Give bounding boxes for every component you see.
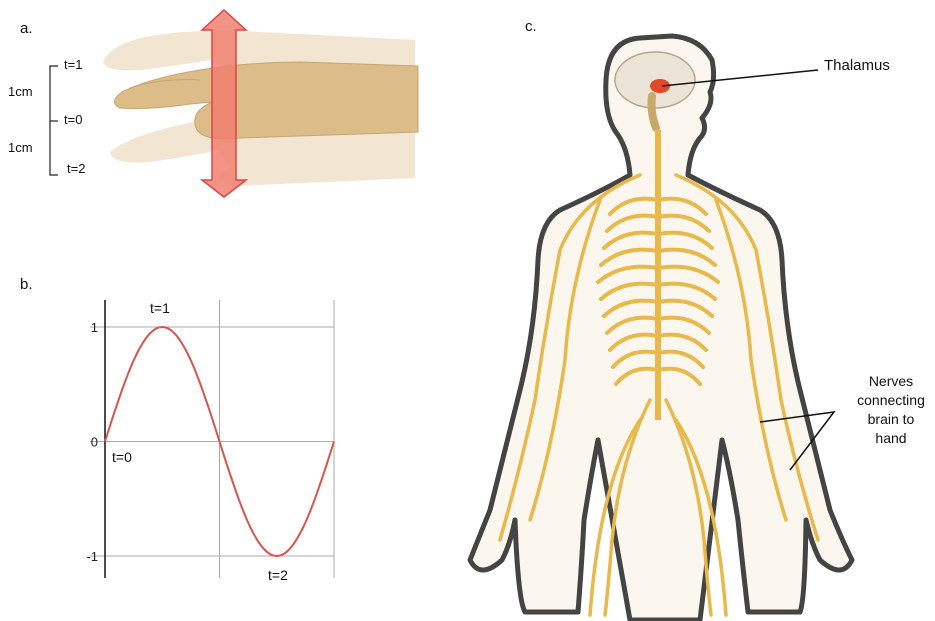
nerves-label-line: connecting	[846, 391, 935, 410]
nerves-label: Nerves connecting brain to hand	[846, 372, 935, 448]
nerves-label-line: brain to	[846, 410, 935, 429]
brainstem	[652, 96, 657, 128]
nerves-label-line: hand	[846, 429, 935, 448]
nerves-label-line: Nerves	[846, 372, 935, 391]
thalamus-label: Thalamus	[824, 57, 890, 74]
